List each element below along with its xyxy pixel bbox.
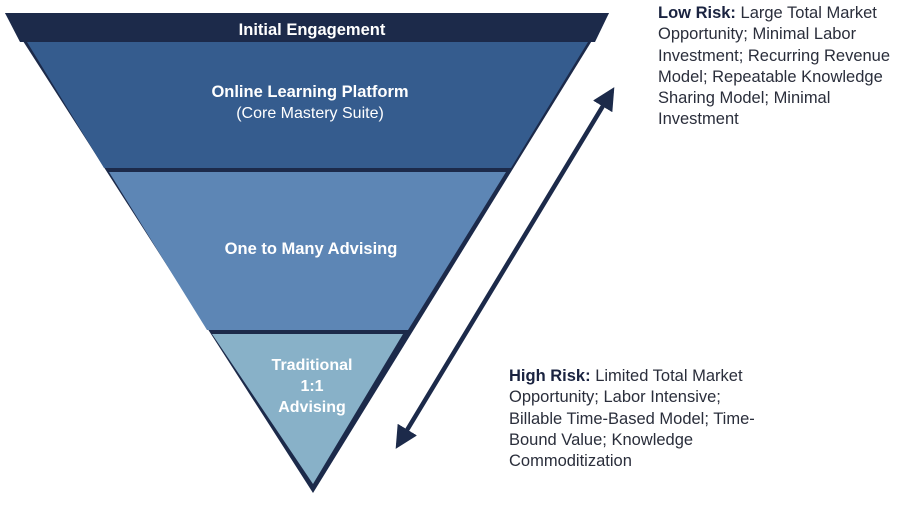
layer-one-to-many-title: One to Many Advising	[225, 240, 398, 258]
funnel-header-band	[5, 13, 609, 42]
funnel-layer-traditional	[212, 334, 403, 484]
low-risk-text: Large Total Market Opportunity; Minimal …	[658, 4, 891, 129]
funnel-header-title: Initial Engagement	[239, 21, 386, 39]
layer-traditional-line-1: Traditional	[272, 357, 353, 374]
layer-traditional-line-2: 1:1	[300, 378, 323, 395]
risk-double-arrow	[395, 87, 615, 449]
high-risk-description: High Risk: Limited Total Market Opportun…	[509, 366, 759, 472]
high-risk-label: High Risk:	[509, 367, 591, 385]
high-risk-text: Limited Total Market Opportunity; Labor …	[509, 367, 755, 471]
layer-online-learning-subtitle: (Core Mastery Suite)	[236, 105, 384, 122]
layer-online-learning-title: Online Learning Platform	[211, 83, 408, 101]
layer-traditional-line-3: Advising	[278, 399, 346, 416]
low-risk-description: Low Risk: Large Total Market Opportunity…	[658, 3, 908, 131]
low-risk-label: Low Risk:	[658, 4, 736, 22]
